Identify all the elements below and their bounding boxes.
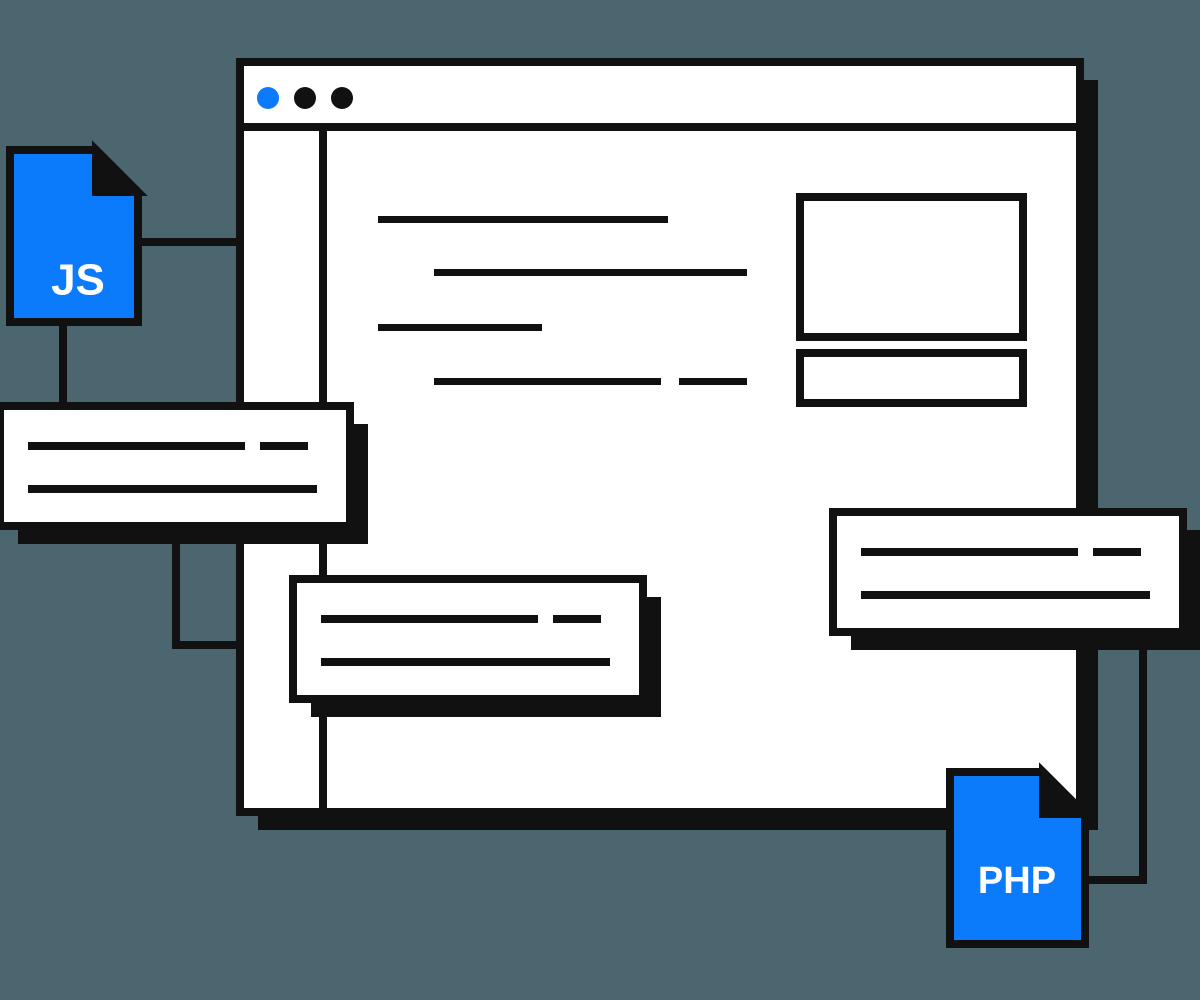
card-line-secondary xyxy=(861,591,1150,599)
floating-card-right xyxy=(829,508,1187,636)
content-line-5 xyxy=(679,378,747,385)
card-line-secondary xyxy=(28,485,317,493)
card-line-accent xyxy=(260,442,308,450)
connector-card-right-to-php xyxy=(1085,632,1147,884)
js-file-icon-fold-overlay xyxy=(92,140,148,196)
traffic-light-dot-dark-1[interactable] xyxy=(294,87,316,109)
file-icons: JS PHP xyxy=(6,140,1095,948)
card-line-accent xyxy=(1093,548,1141,556)
traffic-light-dot-blue[interactable] xyxy=(257,87,279,109)
floating-card-bottom xyxy=(289,575,647,703)
js-file-icon-label: JS xyxy=(51,256,105,305)
content-line-3 xyxy=(378,324,542,331)
js-file-icon: JS xyxy=(6,140,148,326)
traffic-light-dot-dark-2[interactable] xyxy=(331,87,353,109)
floating-cards xyxy=(0,402,1200,717)
card-line-accent xyxy=(553,615,601,623)
php-file-icon: PHP xyxy=(946,762,1095,948)
caption-bar-box xyxy=(796,349,1027,407)
card-line-primary xyxy=(321,615,538,623)
image-placeholder-box xyxy=(796,193,1027,341)
card-line-primary xyxy=(861,548,1078,556)
php-file-icon-label: PHP xyxy=(978,860,1056,902)
content-line-2 xyxy=(434,269,747,276)
card-line-primary xyxy=(28,442,245,450)
card-line-secondary xyxy=(321,658,610,666)
floating-card-left xyxy=(0,402,354,530)
php-file-icon-fold-overlay xyxy=(1039,762,1095,818)
content-line-1 xyxy=(378,216,668,223)
content-line-4 xyxy=(434,378,661,385)
